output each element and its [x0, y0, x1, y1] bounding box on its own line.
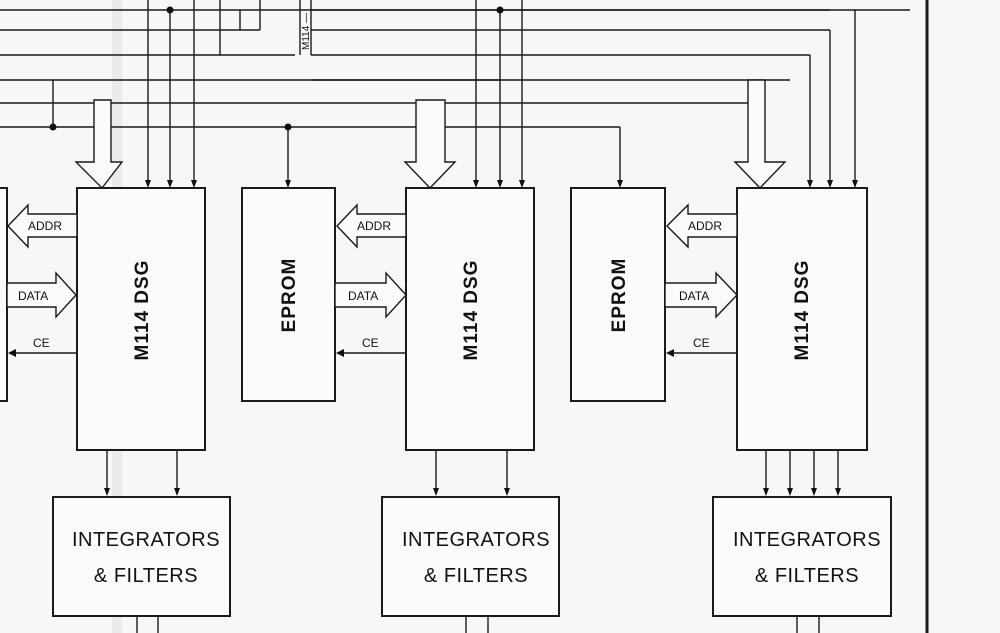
data-arrow-3 [664, 271, 738, 319]
data-label-1: DATA [18, 289, 48, 303]
bus-arrow-1 [74, 99, 124, 190]
ce-label-3: CE [693, 336, 710, 350]
data-label-2: DATA [348, 289, 378, 303]
integrators-box-2 [381, 496, 560, 617]
addr-arrow-3 [666, 203, 738, 249]
bus-lines [0, 0, 910, 188]
dsg-box-2 [405, 187, 535, 451]
integrators-label-3: INTEGRATORS [733, 529, 881, 551]
eprom-box-partial [0, 187, 8, 402]
dsg-label-3: M114 DSG [792, 260, 813, 361]
ce-line-1 [8, 349, 77, 357]
integrators-label-2: INTEGRATORS [402, 529, 550, 551]
addr-label-1: ADDR [28, 219, 62, 233]
bus-arrow-3 [733, 79, 787, 190]
ce-label-1: CE [33, 336, 50, 350]
filters-label-1: & FILTERS [94, 565, 198, 587]
data-label-3: DATA [679, 289, 709, 303]
addr-arrow-2 [336, 203, 407, 249]
bus-arrow-2 [403, 99, 457, 190]
addr-label-2: ADDR [357, 219, 391, 233]
dsg-box-1 [76, 187, 206, 451]
ce-line-3 [666, 349, 737, 357]
eprom-label-1: EPROM [279, 258, 300, 333]
data-arrow-1 [6, 271, 77, 319]
dsg-label-1: M114 DSG [132, 260, 153, 361]
integrators-box-1 [52, 496, 231, 617]
dsg-box-3 [736, 187, 868, 451]
dsg-output-lines [104, 450, 841, 496]
addr-label-3: ADDR [688, 219, 722, 233]
eprom-box-2 [570, 187, 666, 402]
bottom-outputs [136, 616, 820, 633]
dsg-label-2: M114 DSG [461, 260, 482, 361]
eprom-box-1 [241, 187, 336, 402]
addr-arrow-1 [7, 203, 78, 249]
bus-label: M114 — [301, 13, 312, 50]
ce-label-2: CE [362, 336, 379, 350]
ce-line-2 [336, 349, 406, 357]
filters-label-3: & FILTERS [755, 565, 859, 587]
eprom-label-2: EPROM [609, 258, 630, 333]
filters-label-2: & FILTERS [424, 565, 528, 587]
integrators-label-1: INTEGRATORS [72, 529, 220, 551]
integrators-box-3 [712, 496, 892, 617]
data-arrow-2 [334, 271, 407, 319]
